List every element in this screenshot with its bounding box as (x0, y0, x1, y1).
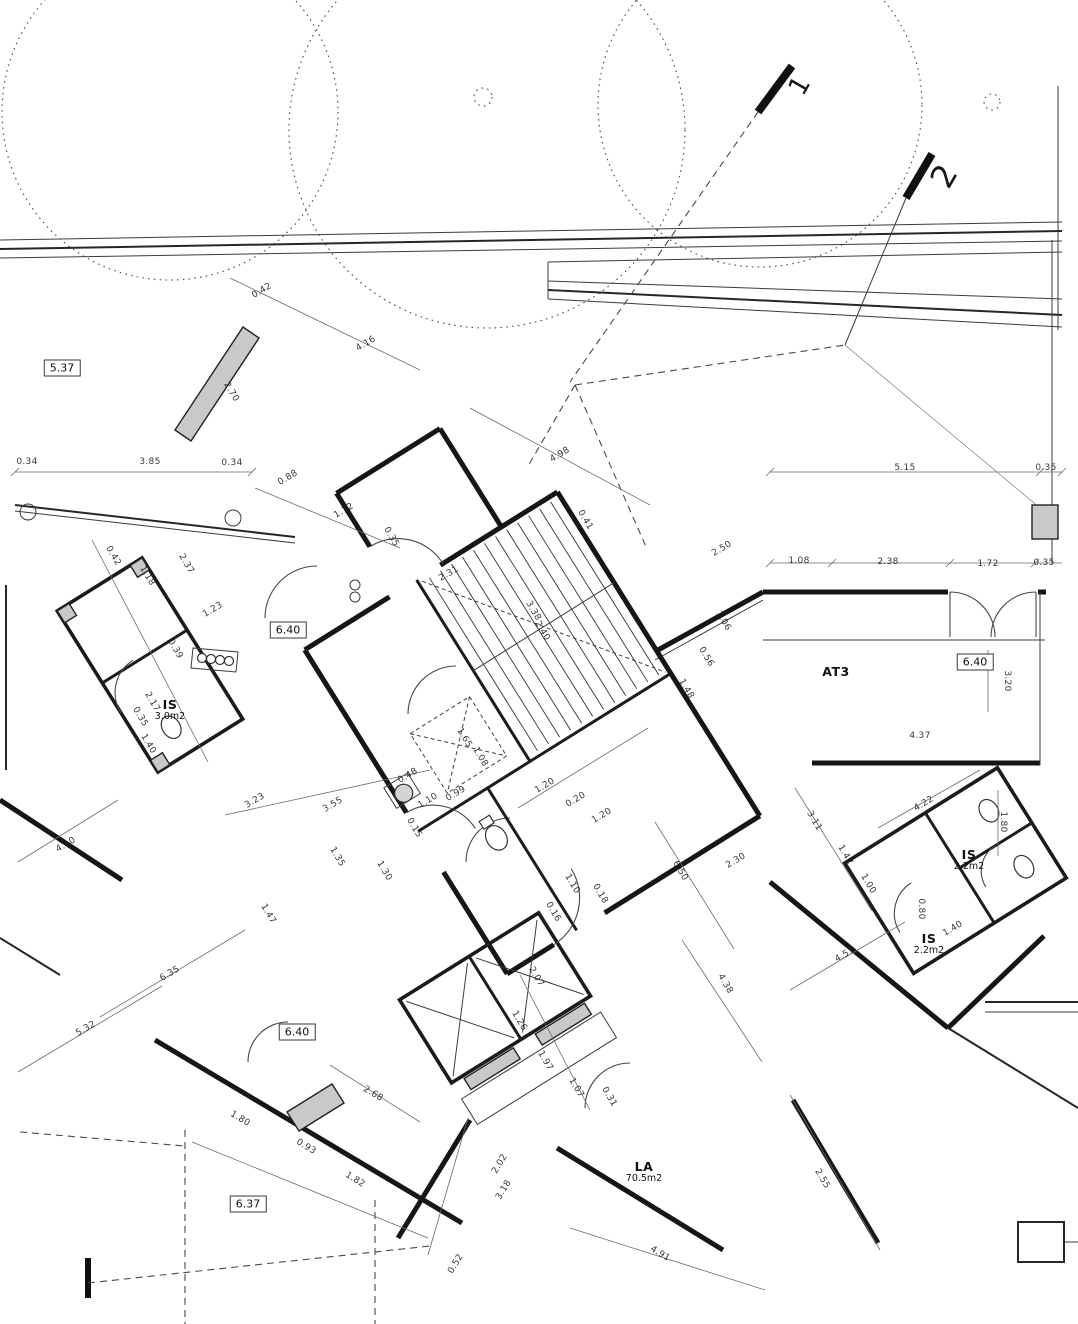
core-wc-fixtures (383, 772, 508, 851)
property-dashed-lines (19, 1130, 431, 1324)
section-cut-marks (569, 63, 1041, 509)
dashed-shaft (409, 695, 508, 794)
dashed-construction-lines (526, 344, 846, 550)
sink-basins (190, 579, 361, 673)
column (1031, 504, 1059, 540)
elevator-shafts (397, 910, 618, 1126)
left-bathroom (54, 555, 246, 775)
dotted-circles (1, 0, 1001, 329)
door-swings (247, 565, 1037, 1109)
right-bathrooms (842, 765, 1069, 976)
road-band (0, 86, 1063, 563)
railing (14, 503, 296, 544)
dimension-lines (10, 277, 1067, 1291)
wall-bar (174, 326, 260, 442)
building-core (302, 426, 1069, 1126)
perimeter-walls (0, 585, 1078, 1298)
